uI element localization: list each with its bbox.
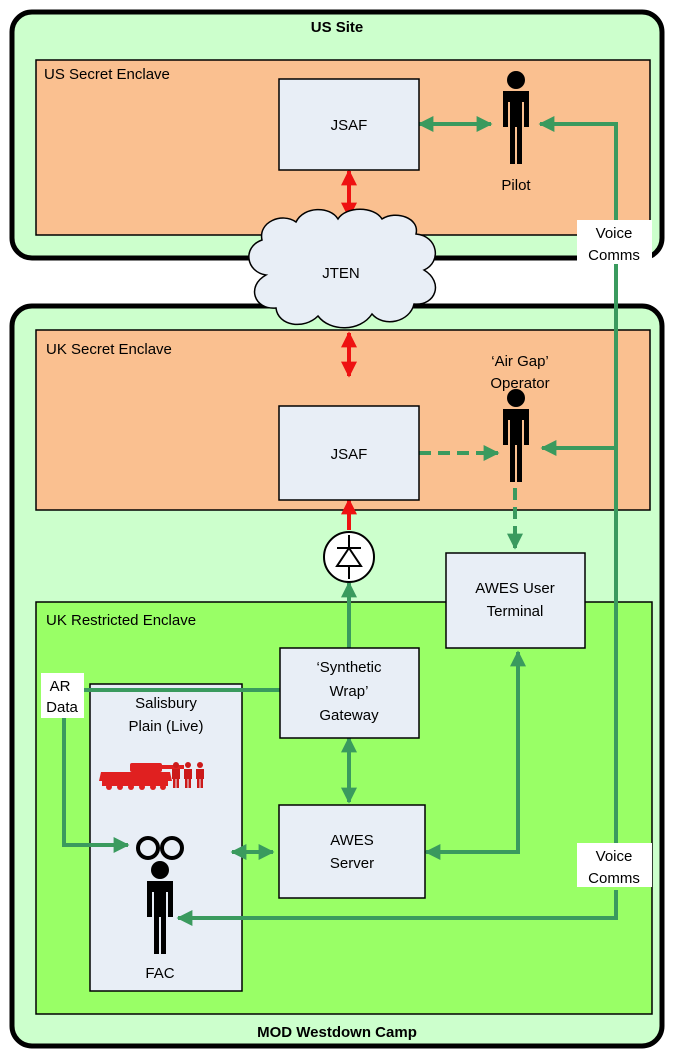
troops-icon <box>172 762 204 788</box>
uk-secret-enclave-label: UK Secret Enclave <box>46 341 172 358</box>
dashed-links <box>419 445 523 550</box>
awes-server-label-1: AWES <box>330 832 374 849</box>
gateway-label-3: Gateway <box>319 707 379 724</box>
salisbury-plain-label-2: Plain (Live) <box>128 718 203 735</box>
ar-data-label-1: AR <box>50 678 71 695</box>
voice-comms-label-bottom: Voice Comms <box>577 843 652 887</box>
gateway-label-1: ‘Synthetic <box>316 659 382 676</box>
uk-restricted-enclave-label: UK Restricted Enclave <box>46 612 196 629</box>
us-site-title: US Site <box>311 19 364 36</box>
awes-server-box: AWES Server <box>278 804 426 899</box>
voice-comms-line <box>538 116 618 240</box>
voice-comms-bottom-1: Voice <box>596 848 633 865</box>
us-jsaf-label: JSAF <box>331 117 368 134</box>
air-gap-operator-label-2: Operator <box>490 375 549 392</box>
synthetic-wrap-gateway-box: ‘Synthetic Wrap’ Gateway <box>279 647 420 739</box>
voice-comms-bottom-2: Comms <box>588 870 640 887</box>
us-jsaf-box: JSAF <box>278 78 420 171</box>
link-server-terminal <box>424 650 526 860</box>
tank-icon <box>99 763 184 790</box>
uk-jsaf-box: JSAF <box>278 405 420 501</box>
awes-user-terminal-label-2: Terminal <box>487 603 544 620</box>
diode-icon <box>323 531 375 583</box>
awes-user-terminal-label-1: AWES User <box>475 580 554 597</box>
mod-westdown-camp-title: MOD Westdown Camp <box>257 1024 417 1041</box>
uk-jsaf-label: JSAF <box>331 446 368 463</box>
jten-label: JTEN <box>322 265 360 282</box>
voice-comms-label-top: Voice Comms <box>577 220 652 264</box>
green-links <box>62 116 618 926</box>
voice-comms-top-2: Comms <box>588 247 640 264</box>
awes-user-terminal-box: AWES User Terminal <box>445 552 586 649</box>
binoculars-icon <box>136 836 184 860</box>
voice-comms-to-fac <box>176 890 618 926</box>
link-ar-data-fac <box>62 718 130 853</box>
gateway-label-2: Wrap’ <box>330 683 369 700</box>
us-secret-enclave-label: US Secret Enclave <box>44 66 170 83</box>
ar-data-label-2: Data <box>46 699 78 716</box>
salisbury-plain-label-1: Salisbury <box>135 695 197 712</box>
pilot-label: Pilot <box>501 177 531 194</box>
awes-server-label-2: Server <box>330 855 374 872</box>
air-gap-operator-label-1: ‘Air Gap’ <box>491 353 549 370</box>
voice-comms-top-1: Voice <box>596 225 633 242</box>
cloud-icon: JTEN <box>248 208 437 329</box>
jten-cloud <box>248 208 437 329</box>
ar-data-label-box: AR Data <box>41 673 84 718</box>
fac-label: FAC <box>145 965 174 982</box>
